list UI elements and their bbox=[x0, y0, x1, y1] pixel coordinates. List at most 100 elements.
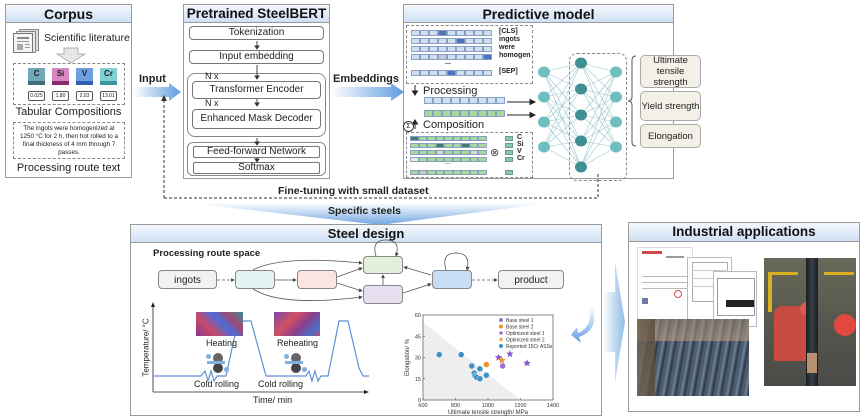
specific-steels-arrow bbox=[190, 203, 550, 225]
route-graph-edges bbox=[217, 239, 498, 301]
embeddings-arrow bbox=[331, 83, 404, 101]
nn-edge bbox=[543, 62, 582, 73]
reheating-micrograph bbox=[274, 312, 320, 336]
nn-edge bbox=[543, 121, 582, 142]
nn-edge bbox=[543, 88, 582, 148]
nn-edge bbox=[543, 121, 582, 168]
output-ultimate-tensile-strength: Ultimate tensile strength bbox=[640, 55, 701, 88]
token-label: ... bbox=[445, 59, 451, 66]
element-tile-si: Si bbox=[52, 68, 69, 85]
shaded-region bbox=[423, 322, 521, 400]
nn-edge bbox=[543, 96, 582, 116]
nn-edge bbox=[580, 114, 617, 148]
specific-steels-label: Specific steels bbox=[328, 205, 401, 217]
processing-arrow-down bbox=[411, 85, 537, 129]
flow-arrows bbox=[254, 41, 260, 163]
steelbert-title: Pretrained SteelBERT bbox=[184, 5, 329, 23]
legend-marker bbox=[499, 344, 503, 348]
nn-edge bbox=[580, 71, 617, 168]
industrial-panel: Industrial applications bbox=[628, 222, 860, 412]
route-node-4 bbox=[363, 285, 403, 304]
token-label: homogen bbox=[499, 52, 531, 59]
element-weight-cell bbox=[505, 157, 513, 162]
nn-hidden-node bbox=[575, 109, 587, 121]
nn-hidden-node bbox=[575, 161, 587, 173]
steel-design-title: Steel design bbox=[131, 225, 601, 243]
element-label: Cr bbox=[517, 155, 525, 162]
curved-arrow-icon bbox=[571, 307, 595, 343]
nn-hidden-node bbox=[575, 83, 587, 95]
predictive-model-title: Predictive model bbox=[404, 5, 673, 23]
nn-edge bbox=[543, 114, 582, 148]
y-tick-label: 30 bbox=[415, 356, 421, 362]
nn-edge bbox=[543, 146, 582, 168]
nn-output-node bbox=[610, 116, 622, 128]
route-node-3 bbox=[363, 256, 403, 274]
tensor-product-icon: ⊗ bbox=[490, 147, 500, 159]
data-point-circle bbox=[476, 375, 484, 382]
nn-edge bbox=[543, 62, 582, 123]
nn-input-node bbox=[538, 116, 550, 128]
processing-label: Processing bbox=[423, 85, 478, 97]
nn-edge bbox=[580, 71, 617, 142]
product-node: product bbox=[498, 270, 564, 289]
tabular-compositions-label: Tabular Compositions bbox=[15, 106, 122, 118]
scientific-literature-label: Scientific literature bbox=[44, 32, 130, 44]
element-tile-c: C bbox=[28, 68, 45, 85]
softmax-box: Softmax bbox=[193, 162, 320, 174]
composition-label: Composition bbox=[423, 119, 485, 131]
nn-edge bbox=[580, 88, 617, 148]
nx-label-1: N x bbox=[205, 71, 219, 81]
element-weight-cell bbox=[505, 143, 513, 148]
nn-edge bbox=[543, 71, 582, 116]
data-point-star bbox=[498, 356, 506, 364]
composition-value: 2.03 bbox=[76, 91, 93, 101]
tokenization-box: Tokenization bbox=[189, 26, 324, 40]
x-tick-label: 1400 bbox=[547, 403, 559, 409]
nn-edge bbox=[543, 96, 582, 168]
data-point-circle bbox=[476, 365, 484, 373]
element-label: C bbox=[517, 134, 523, 141]
nn-output-node bbox=[610, 141, 622, 153]
nn-edge bbox=[580, 62, 617, 98]
nn-edge bbox=[543, 140, 582, 148]
roller-icon-2 bbox=[284, 353, 307, 373]
composition-value: 13.01 bbox=[100, 91, 117, 101]
steelbert-panel: Pretrained SteelBERT Tokenization Input … bbox=[183, 4, 330, 179]
to-industrial-arrow bbox=[603, 262, 625, 382]
x-tick-label: 800 bbox=[451, 403, 460, 409]
nn-edge bbox=[543, 62, 582, 98]
data-point-circle bbox=[457, 351, 465, 358]
heating-label: Heating bbox=[206, 338, 238, 348]
data-point-circle bbox=[499, 362, 506, 370]
element-label: V bbox=[517, 148, 522, 155]
composition-value: 1.80 bbox=[52, 91, 69, 101]
nn-edge bbox=[580, 88, 617, 98]
down-arrow-icon bbox=[55, 47, 87, 64]
y-tick-label: 45 bbox=[415, 334, 421, 340]
composition-value: 0.025 bbox=[28, 91, 45, 101]
nx-label-2: N x bbox=[205, 98, 219, 108]
y-tick-label: 15 bbox=[415, 377, 421, 383]
encoder-decoder-group: N x Transformer Encoder N x Enhanced Mas… bbox=[187, 71, 326, 137]
legend-label: Reported 15Cr ASSs bbox=[506, 344, 553, 350]
input-embedding-box: Input embedding bbox=[189, 50, 324, 64]
industrial-title: Industrial applications bbox=[629, 223, 859, 242]
route-space-label: Processing route space bbox=[153, 248, 261, 259]
legend-label: Optimized steel 2 bbox=[506, 338, 545, 344]
nn-edge bbox=[580, 62, 617, 148]
route-node-1 bbox=[235, 270, 275, 289]
x-tick-label: 1200 bbox=[514, 403, 526, 409]
reheating-label: Reheating bbox=[277, 338, 319, 348]
legend-label: Base steel 2 bbox=[506, 325, 534, 331]
x-axis-label: Ultimate tensile strength/ MPa bbox=[448, 410, 529, 416]
fine-tuning-label: Fine-tuning with small dataset bbox=[278, 185, 429, 197]
nn-hidden-node bbox=[575, 135, 587, 147]
nn-output-node bbox=[610, 91, 622, 103]
nn-edge bbox=[580, 62, 617, 73]
